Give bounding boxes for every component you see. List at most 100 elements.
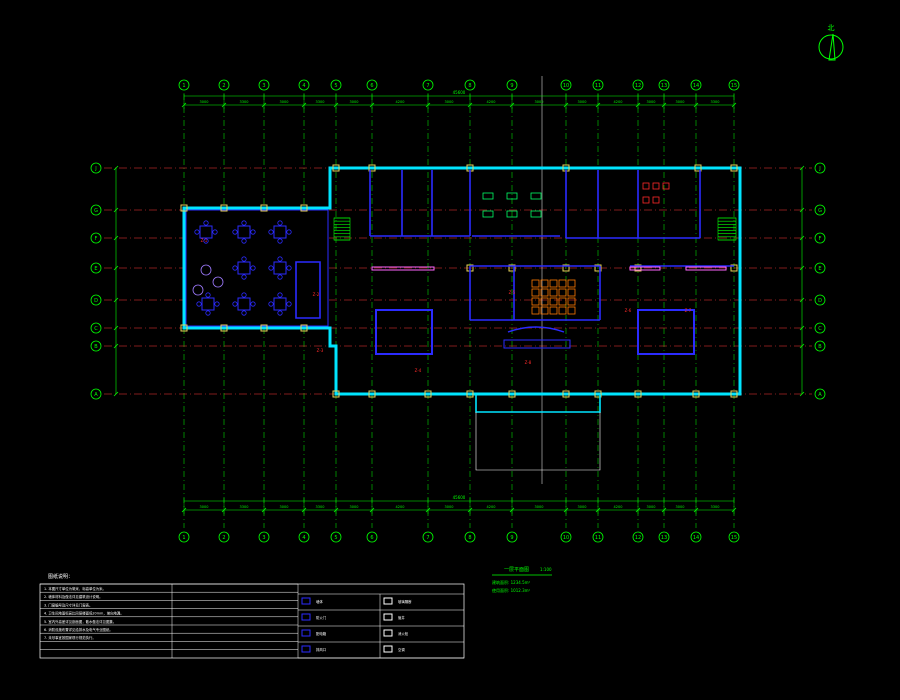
axis-bubble-bottom bbox=[464, 531, 476, 543]
dining-chair bbox=[277, 256, 283, 262]
dim-left-tick bbox=[113, 325, 119, 331]
dim-bottom-bay-text: 3300 bbox=[316, 505, 325, 509]
room-tag: Z-6 bbox=[625, 308, 632, 313]
bookshelf bbox=[540, 297, 549, 306]
legend-symbol-text: 排风口 bbox=[316, 647, 326, 652]
axis-bubble-left bbox=[90, 204, 102, 216]
meeting-room-a bbox=[375, 309, 433, 355]
dim-bottom-bay-text: 3000 bbox=[535, 505, 544, 509]
legend-table: 图纸说明： 1. 本图尺寸单位为毫米，标高单位为米。2. 墙体材料及做法详见建筑… bbox=[39, 573, 465, 659]
dim-left-tick bbox=[113, 343, 119, 349]
lounge-seat bbox=[506, 210, 518, 218]
dining-chair bbox=[277, 238, 283, 244]
axis-bubble-bottom bbox=[658, 531, 670, 543]
axis-label-bottom: 12 bbox=[635, 535, 641, 541]
north-arrow: 北 bbox=[818, 24, 844, 61]
structural-column bbox=[594, 264, 602, 272]
legend-symbol-icon bbox=[383, 629, 393, 637]
structural-column bbox=[180, 204, 188, 212]
dining-chair bbox=[194, 229, 200, 235]
axis-bubble-left bbox=[90, 388, 102, 400]
legend-row-text: 5. 室内外高差详见剖面图，散水做法详见图集。 bbox=[44, 619, 116, 624]
dim-left-tick bbox=[113, 391, 119, 397]
axis-label-left: G bbox=[94, 208, 98, 214]
drawing-note-1: 建筑面积: 1234.5m² bbox=[492, 579, 531, 585]
room-tag: Z-4 bbox=[415, 368, 422, 373]
lounge-seat bbox=[506, 192, 518, 200]
dim-right-tick bbox=[799, 207, 805, 213]
axis-label-bottom: 11 bbox=[595, 535, 601, 541]
bookshelf bbox=[531, 279, 540, 288]
legend-symbol-text: 防火门 bbox=[316, 615, 327, 620]
axis-bubble-right bbox=[814, 294, 826, 306]
room-tag: Z-8 bbox=[525, 360, 532, 365]
toilet-fixture bbox=[652, 196, 660, 204]
dining-chair bbox=[232, 301, 238, 307]
axis-label-right: A bbox=[818, 392, 822, 398]
structural-column bbox=[368, 390, 376, 398]
axis-bubble-left bbox=[90, 262, 102, 274]
bookshelf bbox=[540, 288, 549, 297]
dining-chair bbox=[250, 301, 256, 307]
bookshelf bbox=[540, 279, 549, 288]
entrance-vestibule bbox=[475, 394, 601, 413]
dining-chair bbox=[286, 229, 292, 235]
dim-top-bay-text: 4200 bbox=[396, 100, 405, 104]
structural-column bbox=[634, 390, 642, 398]
legend-symbol-text: 玻璃隔断 bbox=[398, 599, 412, 604]
bookshelf bbox=[567, 297, 576, 306]
entrance-canopy bbox=[475, 412, 601, 471]
axis-bubble-bottom bbox=[592, 531, 604, 543]
legend-row-text: 4. 卫生间地面标高比同层楼面低20mm，坡向地漏。 bbox=[44, 611, 124, 616]
dim-right-tick bbox=[799, 265, 805, 271]
axis-label-top: 13 bbox=[661, 83, 667, 89]
dim-top-bay-text: 4200 bbox=[487, 100, 496, 104]
dining-table bbox=[273, 297, 287, 311]
dining-chair bbox=[268, 301, 274, 307]
legend-symbol-icon bbox=[301, 597, 311, 605]
axis-label-right: E bbox=[818, 266, 821, 272]
structural-column bbox=[730, 164, 738, 172]
dining-table bbox=[237, 261, 251, 275]
legend-symbol-icon bbox=[383, 645, 393, 653]
structural-column bbox=[508, 264, 516, 272]
axis-bubble-bottom bbox=[366, 531, 378, 543]
dim-bottom-bay-text: 3000 bbox=[350, 505, 359, 509]
dim-right-tick bbox=[799, 325, 805, 331]
axis-label-right: F bbox=[819, 236, 822, 242]
axis-label-left: B bbox=[94, 344, 98, 350]
axis-bubble-top bbox=[258, 79, 270, 91]
axis-label-right: B bbox=[818, 344, 822, 350]
north-arrow-circle bbox=[818, 34, 844, 60]
axis-bubble-left bbox=[90, 322, 102, 334]
structural-column bbox=[634, 264, 642, 272]
dining-chair bbox=[250, 229, 256, 235]
axis-bubble-right bbox=[814, 204, 826, 216]
bookshelf bbox=[549, 306, 558, 315]
bookshelf bbox=[558, 288, 567, 297]
walls-layer bbox=[180, 164, 742, 398]
axis-label-bottom: 14 bbox=[693, 535, 699, 541]
legend-symbol-icon bbox=[383, 613, 393, 621]
axis-bubble-top bbox=[658, 79, 670, 91]
structural-column bbox=[692, 390, 700, 398]
axis-bubble-bottom bbox=[506, 531, 518, 543]
dining-chair bbox=[277, 220, 283, 226]
dim-bottom-bay-text: 3000 bbox=[445, 505, 454, 509]
axis-label-bottom: 15 bbox=[731, 535, 737, 541]
dining-table bbox=[201, 297, 215, 311]
dining-chair bbox=[196, 301, 202, 307]
dining-chair bbox=[268, 265, 274, 271]
axis-bubble-left bbox=[90, 162, 102, 174]
legend-row-text: 3. 门窗编号及尺寸详见门窗表。 bbox=[44, 602, 92, 607]
structural-column bbox=[260, 204, 268, 212]
furniture-layer bbox=[192, 182, 737, 349]
axis-label-right: D bbox=[818, 298, 822, 304]
axis-bubble-bottom bbox=[690, 531, 702, 543]
bookshelf bbox=[549, 288, 558, 297]
dim-bottom-bay-text: 3000 bbox=[280, 505, 289, 509]
axis-label-left: E bbox=[94, 266, 97, 272]
